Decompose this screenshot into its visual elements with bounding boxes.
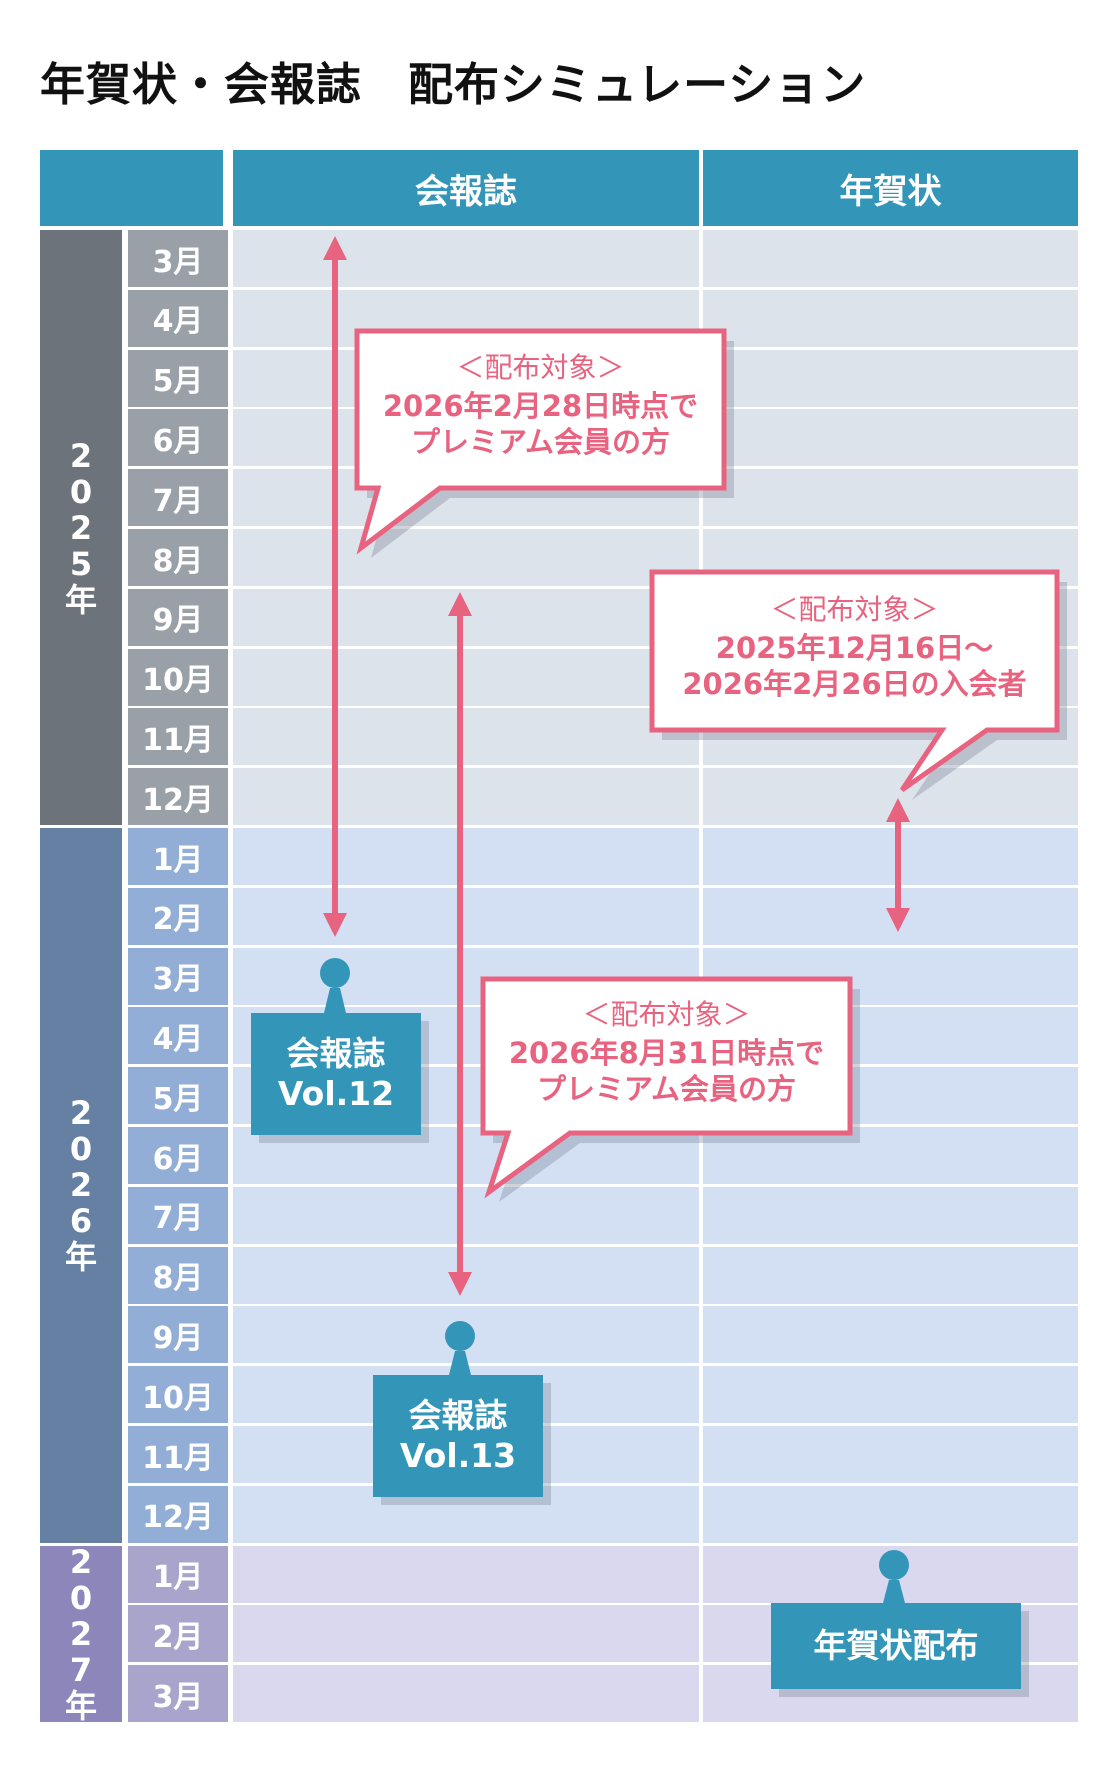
month-label: 6月 bbox=[128, 409, 228, 467]
month-label: 11月 bbox=[128, 1426, 228, 1483]
page-title: 年賀状・会報誌 配布シミュレーション bbox=[40, 58, 867, 111]
month-label: 11月 bbox=[128, 708, 228, 766]
callout-bubble-3 bbox=[480, 976, 853, 1199]
month-label: 6月 bbox=[128, 1127, 228, 1184]
callout-heading: ＜配布対象＞ bbox=[770, 593, 939, 626]
timeline-cell-newyear-card bbox=[703, 1186, 1078, 1244]
month-label: 1月 bbox=[128, 828, 228, 885]
month-label: 9月 bbox=[128, 1306, 228, 1364]
month-label: 9月 bbox=[128, 588, 228, 646]
year-label-char: 0 bbox=[69, 1578, 93, 1617]
pin-dot-vol12 bbox=[320, 958, 350, 988]
year-label-char: 2 bbox=[69, 1542, 93, 1581]
month-label: 3月 bbox=[128, 1665, 228, 1723]
month-label: 12月 bbox=[128, 768, 228, 826]
timeline-cell-newyear-card bbox=[703, 1426, 1078, 1483]
timeline-cell-newsletter bbox=[233, 1665, 699, 1723]
month-label: 3月 bbox=[128, 230, 228, 287]
month-label: 7月 bbox=[128, 469, 228, 527]
marker-line: Vol.12 bbox=[277, 1074, 395, 1113]
timeline-cell-newyear-card bbox=[703, 349, 1078, 407]
month-label: 10月 bbox=[128, 648, 228, 706]
month-label: 8月 bbox=[128, 529, 228, 586]
month-label: 5月 bbox=[128, 1067, 228, 1125]
month-label: 8月 bbox=[128, 1246, 228, 1304]
month-label: 12月 bbox=[128, 1485, 228, 1543]
year-label-char: 5 bbox=[69, 544, 93, 583]
month-label: 1月 bbox=[128, 1545, 228, 1603]
marker-newyear-card-delivery: 年賀状配布 bbox=[771, 1603, 1021, 1689]
year-label-char: 年 bbox=[64, 1238, 97, 1277]
timeline-cell-newyear-card bbox=[703, 1485, 1078, 1543]
year-label-char: 2 bbox=[69, 1166, 93, 1205]
pin-dot-vol13 bbox=[445, 1321, 475, 1351]
year-label-char: 2 bbox=[69, 1094, 93, 1133]
year-label-char: 0 bbox=[69, 472, 93, 511]
year-label-char: 0 bbox=[69, 1130, 93, 1169]
month-label: 4月 bbox=[128, 289, 228, 347]
year-label-char: 年 bbox=[64, 580, 97, 619]
marker-line: 会報誌 bbox=[408, 1396, 508, 1435]
timeline-cell-newyear-card bbox=[703, 1246, 1078, 1304]
timeline-cell-newyear-card bbox=[703, 289, 1078, 347]
callout-bubble-2 bbox=[649, 569, 1060, 793]
callout-text-2: ＜配布対象＞ 2025年12月16日～ 2026年2月26日の入会者 bbox=[652, 590, 1057, 702]
year-label-char: 2 bbox=[69, 1614, 93, 1653]
year-label-char: 年 bbox=[64, 1686, 97, 1725]
timeline-cell-newsletter bbox=[233, 1545, 699, 1603]
timeline-cell-newyear-card bbox=[703, 1127, 1078, 1184]
marker-newsletter-vol12: 会報誌 Vol.12 bbox=[251, 1013, 421, 1135]
timeline-cell-newyear-card bbox=[703, 469, 1078, 527]
header-newsletter: 会報誌 bbox=[233, 150, 699, 226]
timeline-cell-newsletter bbox=[233, 1605, 699, 1663]
timeline-cell-newsletter bbox=[233, 529, 699, 586]
month-label: 4月 bbox=[128, 1007, 228, 1065]
month-label: 2月 bbox=[128, 887, 228, 945]
callout-bubble-1 bbox=[354, 328, 727, 555]
header-newyear-card: 年賀状 bbox=[703, 150, 1078, 226]
callout-text-1: ＜配布対象＞ 2026年2月28日時点で プレミアム会員の方 bbox=[357, 348, 724, 460]
callout-line: プレミアム会員の方 bbox=[411, 425, 670, 459]
year-label-char: 2 bbox=[69, 436, 93, 475]
callout-line: 2026年2月28日時点で bbox=[382, 389, 699, 423]
month-label: 10月 bbox=[128, 1366, 228, 1424]
callout-line: 2026年8月31日時点で bbox=[508, 1036, 825, 1070]
callout-line: 2026年2月26日の入会者 bbox=[682, 667, 1027, 701]
year-label-char: 6 bbox=[69, 1202, 93, 1241]
year-label-char: 2 bbox=[69, 508, 93, 547]
callout-heading: ＜配布対象＞ bbox=[456, 351, 625, 384]
marker-line: 会報誌 bbox=[286, 1034, 386, 1073]
marker-line: 年賀状配布 bbox=[813, 1626, 979, 1665]
timeline-cell-newyear-card bbox=[703, 1306, 1078, 1364]
callout-line: プレミアム会員の方 bbox=[537, 1072, 796, 1106]
timeline-cell-newyear-card bbox=[703, 230, 1078, 287]
timeline-cell-newyear-card bbox=[703, 409, 1078, 467]
pin-dot-newyear bbox=[879, 1550, 909, 1580]
header-corner bbox=[40, 150, 223, 226]
timeline-cell-newyear-card bbox=[703, 1366, 1078, 1424]
timeline-cell-newsletter bbox=[233, 230, 699, 287]
marker-newsletter-vol13: 会報誌 Vol.13 bbox=[373, 1375, 543, 1497]
callout-line: 2025年12月16日～ bbox=[715, 631, 994, 665]
month-label: 2月 bbox=[128, 1605, 228, 1663]
marker-line: Vol.13 bbox=[399, 1436, 517, 1475]
month-label: 7月 bbox=[128, 1186, 228, 1244]
callout-text-3: ＜配布対象＞ 2026年8月31日時点で プレミアム会員の方 bbox=[483, 995, 850, 1107]
month-label: 5月 bbox=[128, 349, 228, 407]
year-label-char: 7 bbox=[69, 1650, 93, 1689]
month-label: 3月 bbox=[128, 947, 228, 1005]
callout-heading: ＜配布対象＞ bbox=[582, 998, 751, 1031]
